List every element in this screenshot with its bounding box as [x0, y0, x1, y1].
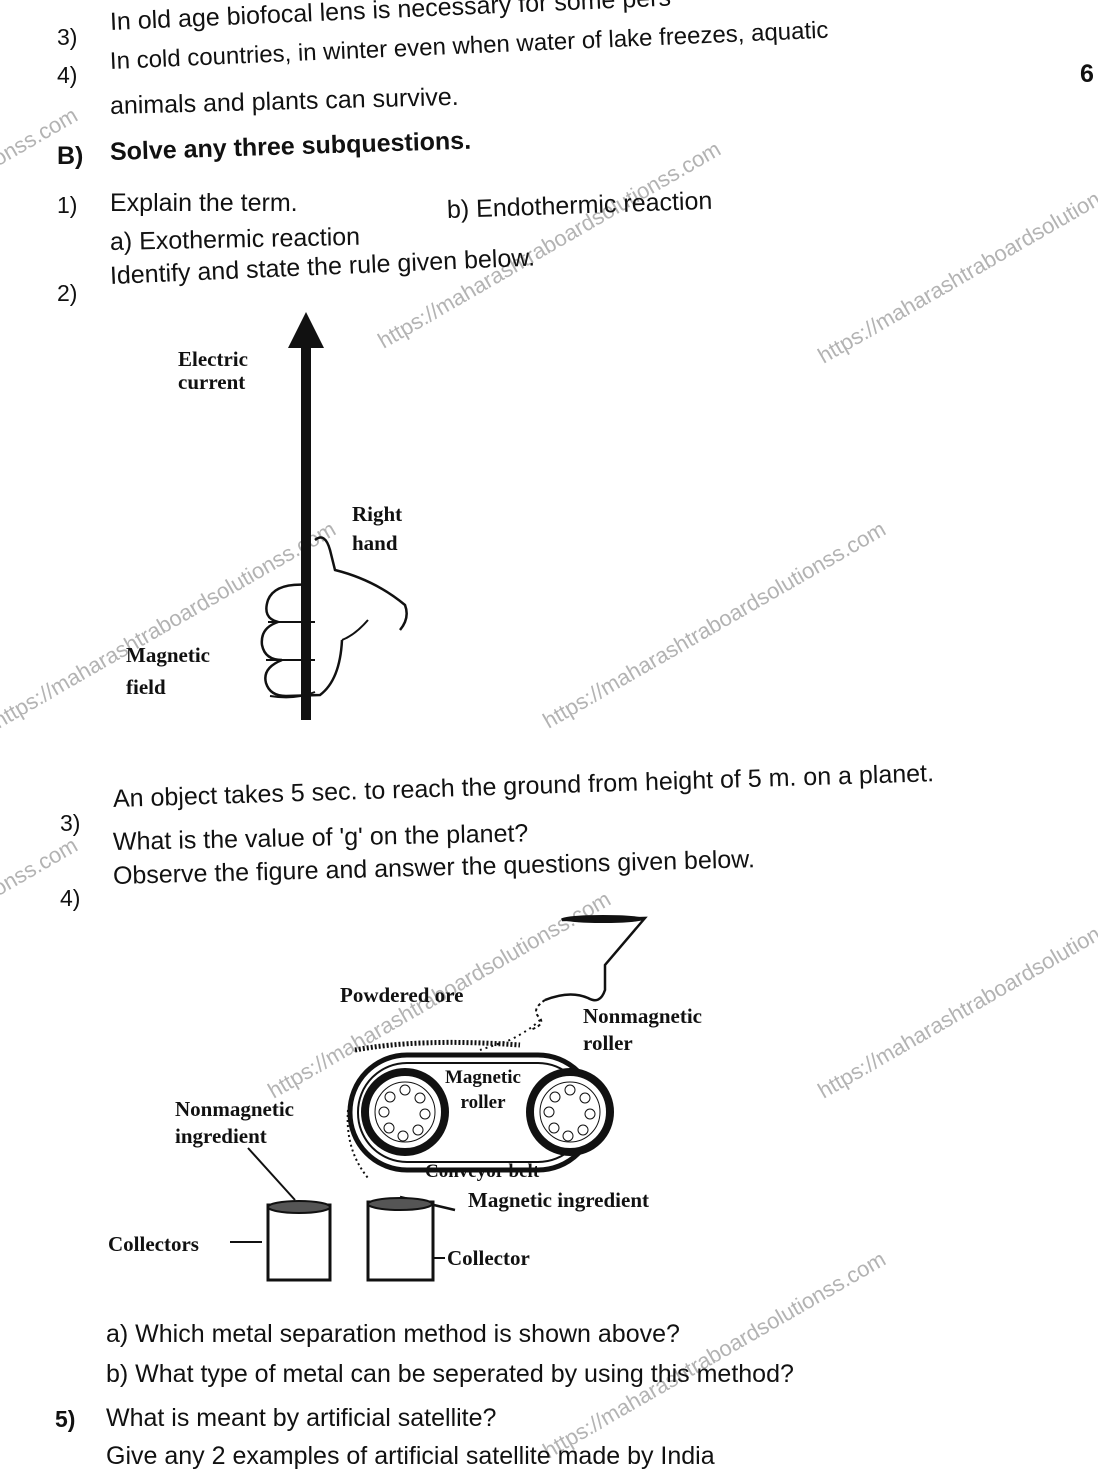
label-nonmagnetic-ingredient: Nonmagnetic ingredient [175, 1096, 294, 1151]
watermark: https://maharashtraboardsolutionss.com [814, 886, 1098, 1104]
label-powdered-ore: Powdered ore [340, 982, 463, 1009]
watermark: https://maharashtraboardsolutionss.com [539, 516, 891, 734]
label-collector: Collector [447, 1245, 530, 1272]
label-nonmagnetic-roller: Nonmagnetic roller [583, 1003, 702, 1058]
subquestion-b: b) What type of metal can be seperated b… [106, 1360, 794, 1389]
question-number: 2) [57, 280, 77, 307]
page-number: 6 [1080, 60, 1094, 89]
question-number: 1) [57, 192, 77, 219]
subquestion-a: a) Which metal separation method is show… [106, 1320, 680, 1349]
label-conveyor-belt: Conveyor belt [425, 1160, 539, 1185]
question-text: Explain the term. [110, 189, 298, 218]
section-label: B) [57, 142, 83, 171]
label-magnetic-roller: Magnetic roller [445, 1066, 521, 1115]
question-text: What is meant by artificial satellite? [106, 1404, 496, 1433]
question-number: 5) [55, 1406, 75, 1433]
question-number: 4) [57, 62, 77, 89]
question-number: 4) [60, 885, 80, 912]
watermark: https://maharashtraboardsolutionss.com [814, 151, 1098, 369]
label-right-hand: Right hand [352, 500, 402, 559]
question-text: What is the value of 'g' on the planet? [113, 819, 529, 857]
question-number: 3) [60, 810, 80, 837]
label-collectors: Collectors [108, 1231, 199, 1258]
question-text: An object takes 5 sec. to reach the grou… [113, 759, 935, 814]
question-text: Give any 2 examples of artificial satell… [106, 1442, 715, 1471]
label-electric-current: Electric current [178, 348, 248, 394]
label-magnetic-ingredient: Magnetic ingredient [468, 1187, 649, 1214]
question-number: 3) [57, 24, 77, 51]
label-magnetic-field: Magnetic field [126, 640, 210, 703]
section-heading: Solve any three subquestions. [110, 127, 472, 167]
question-text: animals and plants can survive. [110, 83, 459, 121]
option-b: b) Endothermic reaction [446, 187, 712, 225]
